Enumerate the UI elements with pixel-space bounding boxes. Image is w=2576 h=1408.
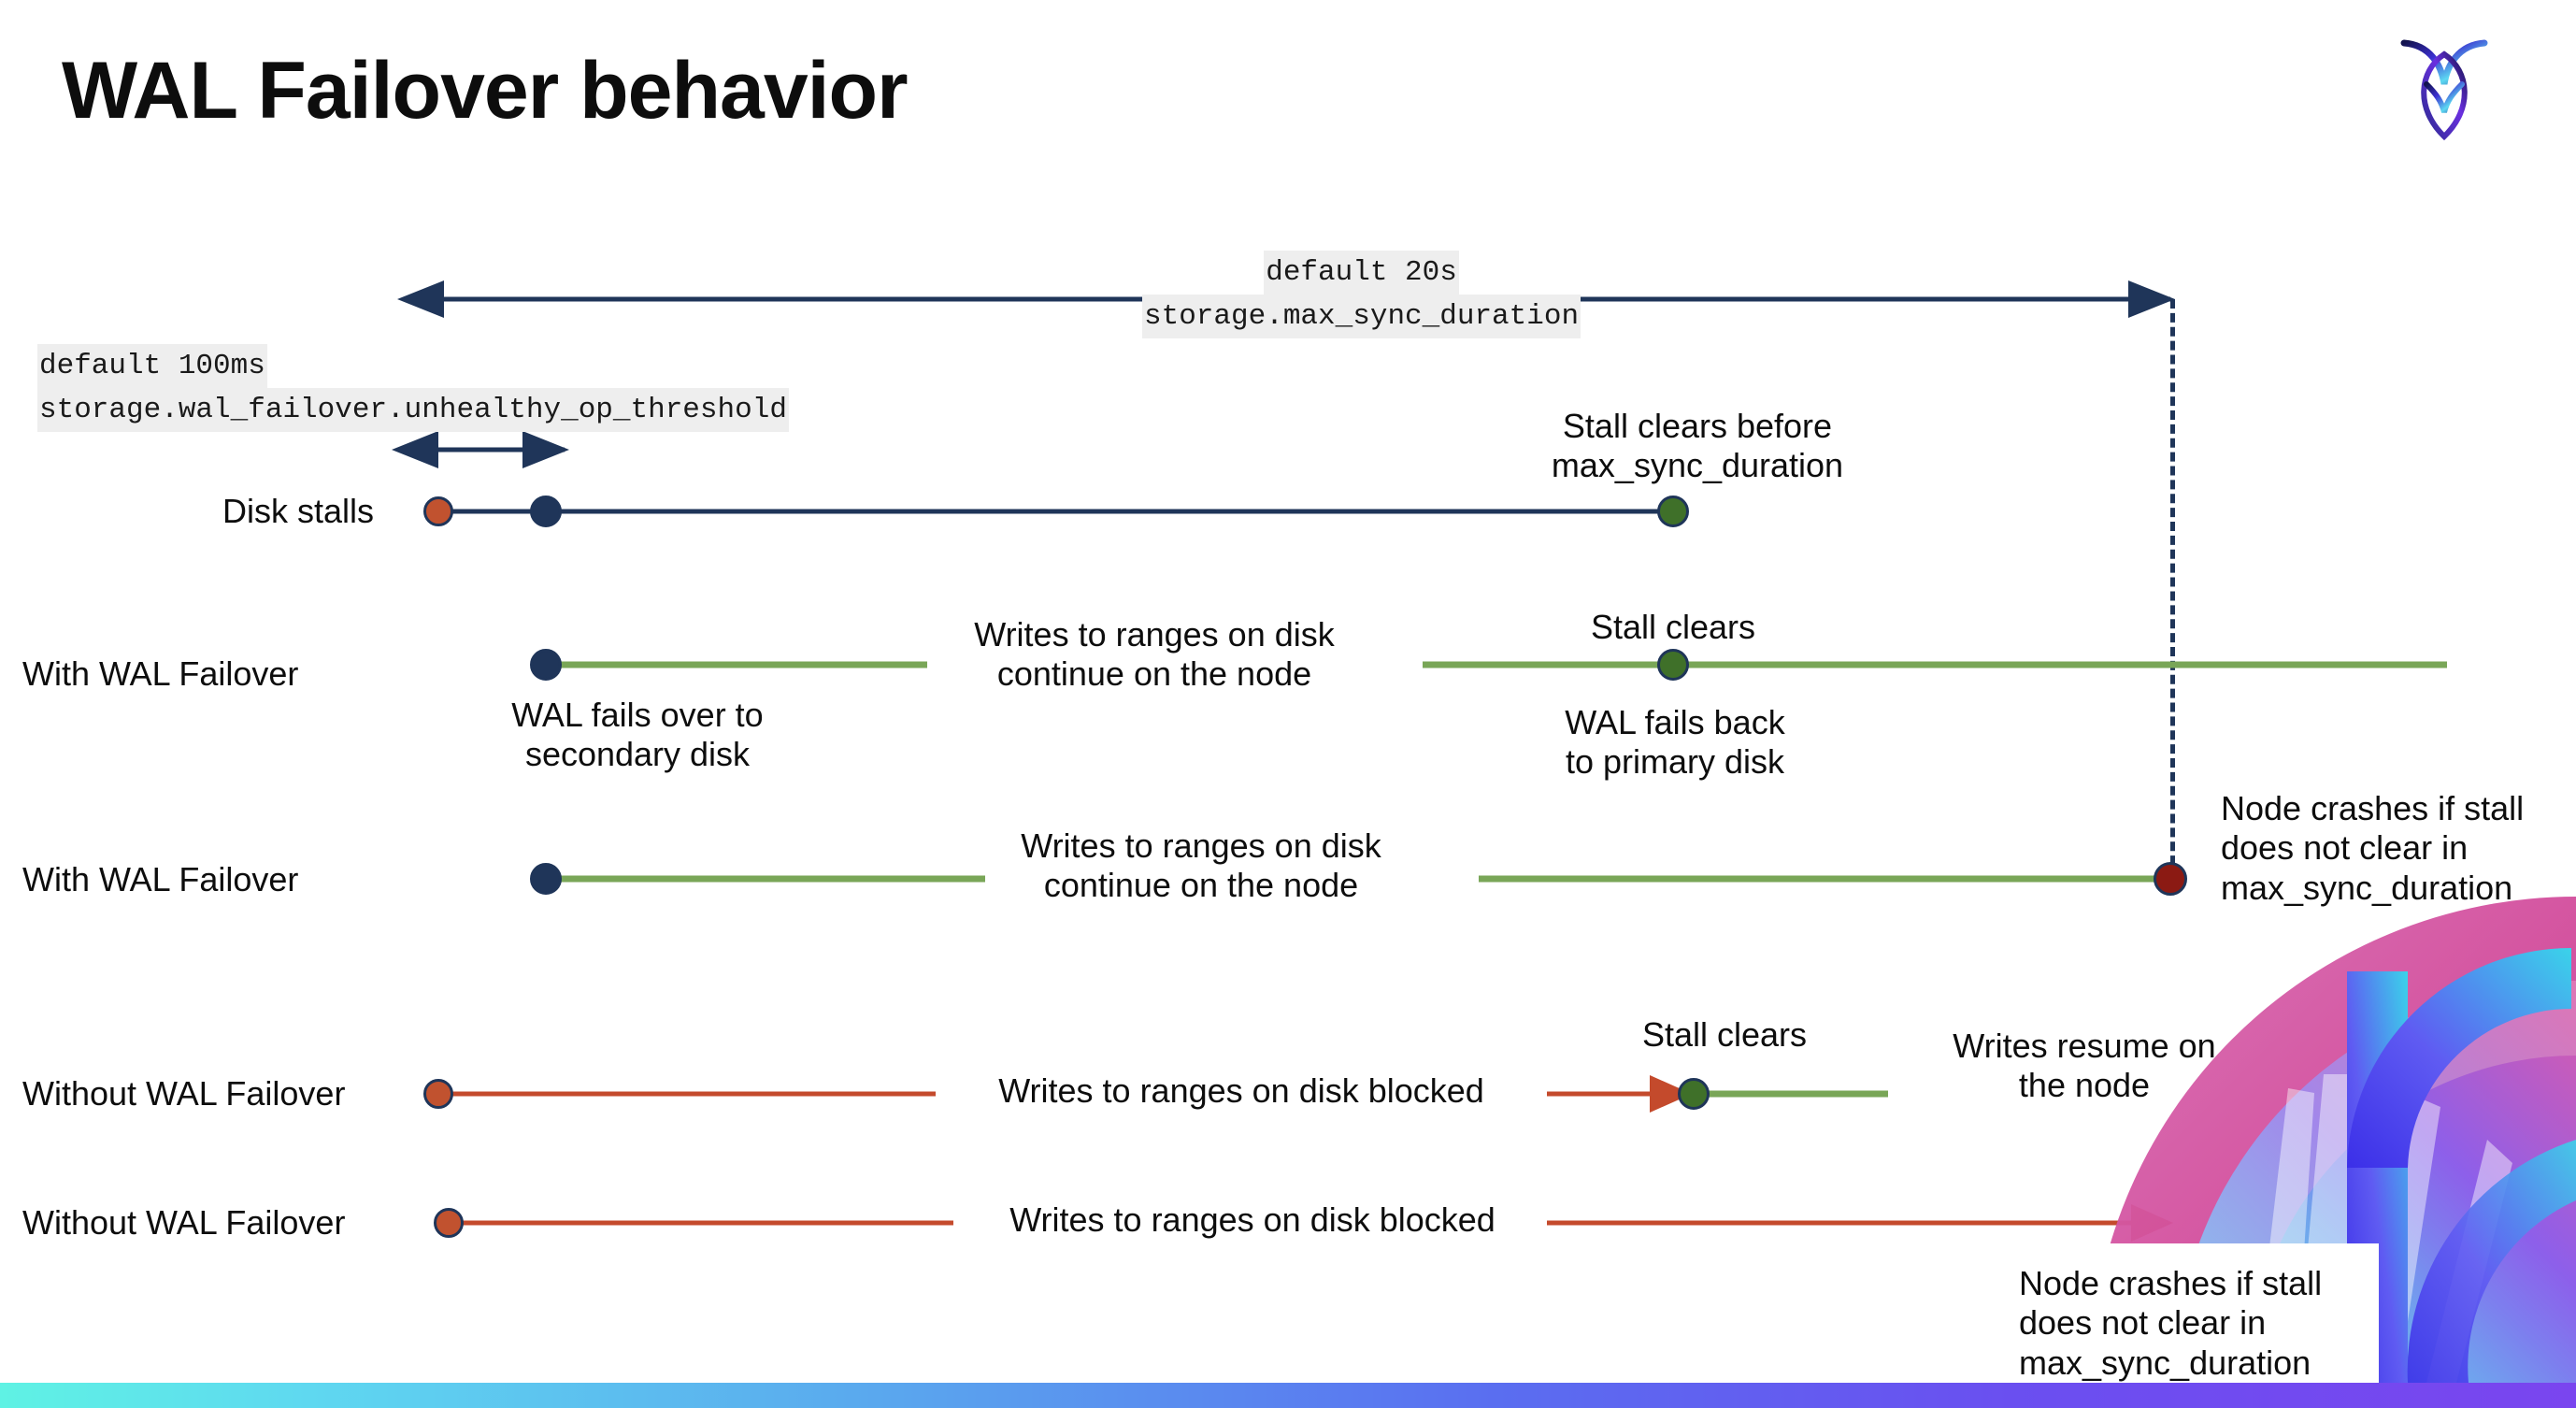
note-wal-fails-over-to-secondary: WAL fails over to secondary disk <box>511 696 764 774</box>
wal-failover-2-segment-b <box>1479 875 2170 883</box>
wal-failover-2-failover-dot <box>530 863 562 895</box>
row-label-without-wal-failover-2: Without WAL Failover <box>22 1203 346 1242</box>
max-sync-default-text: default 20s <box>1264 251 1459 295</box>
without-failover-1-segment-b <box>1701 1090 1888 1098</box>
page-title: WAL Failover behavior <box>62 46 909 136</box>
note-writes-continue-row3: Writes to ranges on disk continue on the… <box>1021 826 1381 905</box>
wal-failover-2-segment-a <box>546 875 985 883</box>
without-failover-1-segment-c <box>2288 1090 2451 1098</box>
note-writes-blocked-row4: Writes to ranges on disk blocked <box>998 1071 1484 1110</box>
note-writes-continue-row2: Writes to ranges on disk continue on the… <box>974 615 1335 694</box>
row-label-with-wal-failover-1: With WAL Failover <box>22 654 299 693</box>
disk-stalls-timeline-segment <box>437 509 1675 514</box>
wal-failover-2-crash-dot <box>2154 862 2187 896</box>
cockroachdb-logo <box>2393 26 2496 148</box>
row-label-disk-stalls: Disk stalls <box>222 492 375 530</box>
row-label-without-wal-failover-1: Without WAL Failover <box>22 1074 346 1113</box>
max-sync-dashed-connector <box>2170 299 2175 879</box>
note-wal-fails-back-to-primary: WAL fails back to primary disk <box>1565 703 1785 782</box>
note-stall-clears-before-max-sync: Stall clears before max_sync_duration <box>1551 407 1844 485</box>
note-stall-clears-row4: Stall clears <box>1641 1015 1808 1054</box>
wal-failover-1-clears-dot <box>1657 649 1689 681</box>
unhealthy-op-default-text: default 100ms <box>37 344 267 389</box>
max-sync-duration-callout: default 20s storage.max_sync_duration <box>1142 251 1581 339</box>
wal-failover-1-segment-a <box>546 661 927 668</box>
without-failover-1-segment-a <box>438 1091 936 1097</box>
wal-failover-1-segment-b <box>1423 661 2447 668</box>
wal-failover-1-failover-dot <box>530 649 562 681</box>
row-label-with-wal-failover-2: With WAL Failover <box>22 860 299 898</box>
note-node-crashes-row5: Node crashes if stall does not clear in … <box>2019 1264 2323 1382</box>
unhealthy-op-threshold-callout: default 100ms storage.wal_failover.unhea… <box>37 344 789 433</box>
bottom-gradient-bar <box>0 1383 2576 1408</box>
unhealthy-op-setting-name: storage.wal_failover.unhealthy_op_thresh… <box>37 388 789 433</box>
note-node-crashes-row3: Node crashes if stall does not clear in … <box>2221 789 2525 907</box>
note-stall-clears-row2: Stall clears <box>1590 608 1756 646</box>
without-failover-2-stall-dot <box>434 1208 464 1238</box>
overlay-note-backdrop <box>1968 1243 2379 1408</box>
without-failover-1-clears-dot <box>1678 1078 1710 1110</box>
note-writes-resume-row4: Writes resume on the node <box>1953 1027 2216 1105</box>
disk-stall-clears-dot <box>1657 496 1689 527</box>
max-sync-setting-name: storage.max_sync_duration <box>1142 295 1581 339</box>
note-writes-blocked-row5: Writes to ranges on disk blocked <box>1009 1200 1496 1239</box>
disk-stall-threshold-dot <box>530 496 562 527</box>
without-failover-1-stall-dot <box>423 1079 453 1109</box>
without-failover-2-segment-a <box>449 1220 953 1226</box>
disk-stall-start-dot <box>423 496 453 526</box>
